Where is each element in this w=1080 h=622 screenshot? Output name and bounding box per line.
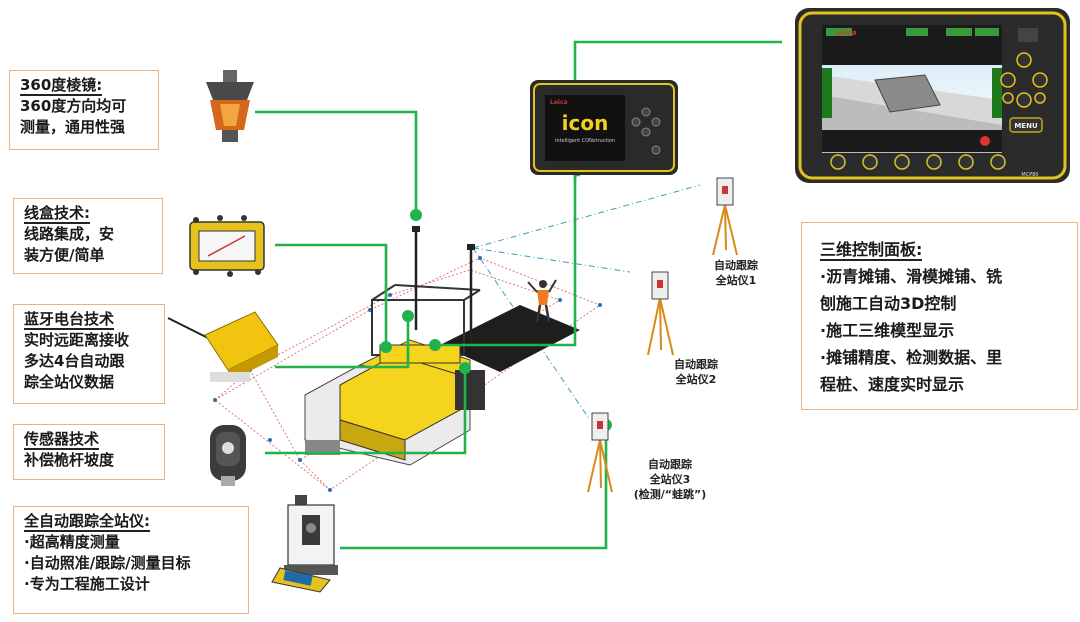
panel-line-1: ·沥青摊铺、滑模摊铺、铣 [820,267,1003,286]
station-2-label: 自动跟踪 全站仪2 [660,357,732,387]
worker-icon [527,279,557,323]
sensor-info-box: 传感器技术 补偿桅杆坡度 [13,424,165,480]
totalstation-info-box: 全自动跟踪全站仪: ·超高精度测量 ·自动照准/跟踪/测量目标 ·专为工程施工设… [13,506,249,614]
harness-line-2: 装方便/简单 [24,246,105,264]
station-3-line-3: (检测/“蛙跳”) [633,488,707,501]
prism-line-2: 测量，通用性强 [20,118,126,136]
station-1-label: 自动跟踪 全站仪1 [700,258,772,288]
station-2-line-2: 全站仪2 [675,373,717,386]
totalstation-line-3: ·专为工程施工设计 [24,575,150,593]
prism-title: 360度棱镜: [20,76,103,96]
station-2-line-1: 自动跟踪 [674,358,718,371]
totalstation-line-2: ·自动照准/跟踪/测量目标 [24,554,191,572]
station-3-line-2: 全站仪3 [649,473,691,486]
panel-line-4: ·摊铺精度、检测数据、里 [820,348,1003,367]
prism-icon [206,70,254,142]
station-3-line-1: 自动跟踪 [648,458,692,471]
harness-line-1: 线路集成，安 [24,225,115,243]
panel-menu-label: MENU [1014,122,1038,130]
sensor-line-1: 补偿桅杆坡度 [24,451,115,469]
prism-info-box: 360度棱镜: 360度方向均可 测量，通用性强 [9,70,159,150]
tilt-sensor-icon [210,425,246,486]
bluetooth-line-1: 实时远距离接收 [24,331,130,349]
total-station-icon [271,495,338,593]
bluetooth-line-2: 多达4台自动跟 [24,352,125,370]
connector-lines [255,40,782,550]
control-panel-icon: MENU MCP80 Leica [795,8,1070,183]
harness-info-box: 线盒技术: 线路集成，安 装方便/简单 [13,198,163,274]
panel-line-5: 程桩、速度实时显示 [820,375,965,394]
icon-subtitle: intelligent CONstruction [555,138,615,144]
totalstation-title: 全自动跟踪全站仪: [24,512,150,532]
panel-brand: Leica [836,29,857,37]
station-1-line-2: 全站仪1 [715,274,757,287]
panel-info-box: 三维控制面板: ·沥青摊铺、滑模摊铺、铣 刨施工自动3D控制 ·施工三维模型显示… [801,222,1078,410]
cable-box-icon [189,215,265,277]
tripod-heads [591,177,734,441]
panel-model-label: MCP80 [1021,172,1038,178]
panel-title: 三维控制面板: [820,240,923,261]
panel-line-2: 刨施工自动3D控制 [820,294,957,313]
icon-logo: icon [562,111,609,135]
icon-brand: Leica [550,99,568,106]
bluetooth-line-3: 踪全站仪数据 [24,373,115,391]
asphalt-mat [440,305,580,372]
tripod-icon [587,204,738,493]
radio-icon [167,311,279,382]
panel-line-3: ·施工三维模型显示 [820,321,955,340]
station-3-label: 自动跟踪 全站仪3 (检测/“蛙跳”) [620,457,720,502]
paver-icon [304,226,485,466]
bluetooth-info-box: 蓝牙电台技术 实时远距离接收 多达4台自动跟 踪全站仪数据 [13,304,165,404]
harness-title: 线盒技术: [24,204,90,224]
sensor-title: 传感器技术 [24,430,100,450]
icon-tablet-icon: icon intelligent CONstruction Leica [530,80,678,175]
bluetooth-title: 蓝牙电台技术 [24,310,115,330]
prism-line-1: 360度方向均可 [20,97,127,115]
station-1-line-1: 自动跟踪 [714,259,758,272]
totalstation-line-1: ·超高精度测量 [24,533,120,551]
